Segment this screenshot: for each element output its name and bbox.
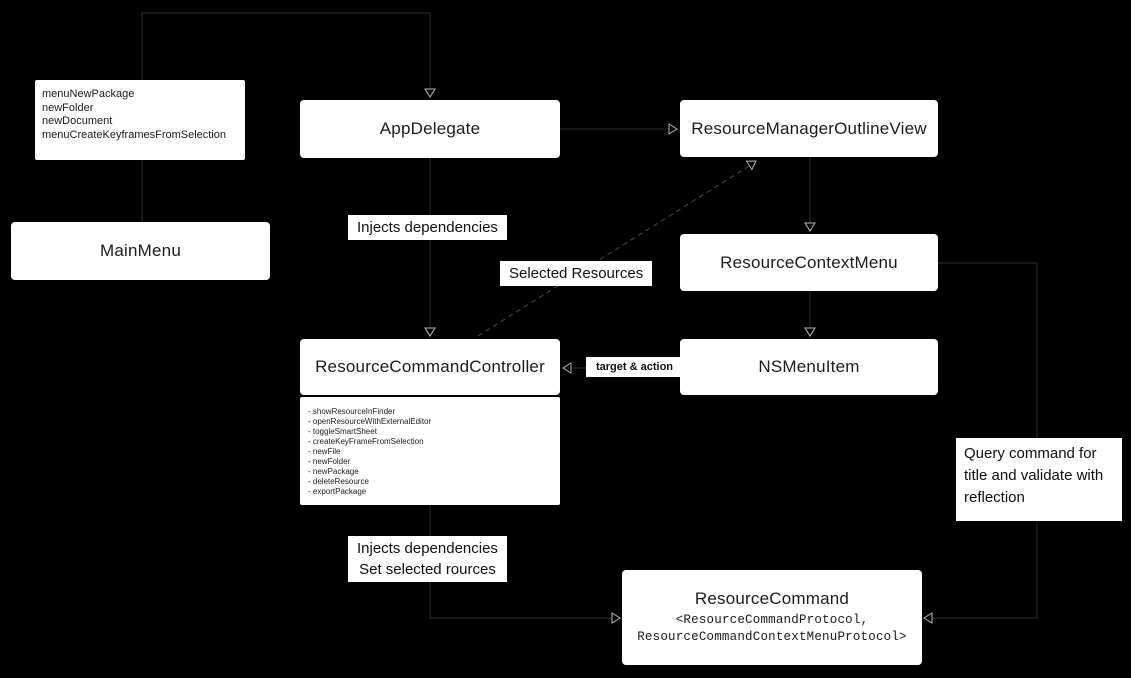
menu-action-line: newFolder (42, 101, 94, 114)
node-resource-manager-outline-view: ResourceManagerOutlineView (680, 100, 938, 157)
node-resource-command: ResourceCommand <ResourceCommandProtocol… (622, 570, 922, 665)
node-generic-line: ResourceCommandContextMenuProtocol> (637, 630, 907, 644)
arrowhead-left-controller (562, 362, 572, 374)
method-line: - toggleSmartSheet (308, 427, 377, 436)
method-line: - exportPackage (308, 487, 367, 496)
node-generic-line: <ResourceCommandProtocol, (675, 613, 869, 627)
arrowhead-down-appdelegate (424, 88, 436, 98)
method-line: - createKeyFrameFromSelection (308, 437, 424, 446)
node-main-menu: MainMenu (11, 222, 270, 280)
label-selected-resources: Selected Resources (500, 261, 653, 286)
arrowhead-right-command (611, 612, 621, 624)
arrowhead-down-menuitem (804, 327, 816, 337)
method-line: - newFile (308, 447, 341, 456)
label-injects-dependencies: Injects dependencies (348, 215, 507, 240)
node-label: NSMenuItem (758, 357, 860, 376)
method-line: - newPackage (308, 467, 359, 476)
method-line: - openResourceWithExternalEditor (308, 417, 432, 426)
arrowhead-left-command (923, 612, 933, 624)
menu-action-line: menuCreateKeyframesFromSelection (42, 128, 227, 141)
node-resource-command-controller: ResourceCommandController (300, 339, 560, 395)
method-line: - showResourceInFinder (308, 407, 396, 416)
node-ns-menu-item: NSMenuItem (680, 339, 938, 395)
menu-action-line: newDocument (42, 115, 113, 127)
menu-action-line: menuNewPackage (42, 88, 135, 100)
label-line: Set selected rources (359, 561, 496, 578)
arrowhead-diag-outlineview (745, 160, 757, 171)
note-main-menu-actions: menuNewPackage newFolder newDocument men… (35, 80, 245, 160)
node-label: ResourceCommandController (315, 357, 545, 376)
node-app-delegate: AppDelegate (300, 100, 560, 158)
label-query-command: Query command for title and validate wit… (956, 438, 1122, 521)
edge-mainmenu-to-appdelegate (141, 12, 431, 89)
node-label: ResourceCommand (694, 589, 850, 608)
method-line: - newFolder (308, 457, 351, 466)
label-injects-set-selected: Injects dependencies Set selected rource… (348, 536, 507, 582)
arrowhead-down-contextmenu (804, 222, 816, 232)
label-target-and-action: target & action (586, 357, 684, 377)
method-line: - deleteResource (308, 477, 369, 486)
node-label: ResourceManagerOutlineView (691, 118, 927, 138)
node-label: ResourceContextMenu (720, 252, 898, 272)
node-resource-context-menu: ResourceContextMenu (680, 234, 938, 291)
node-resource-command-controller-methods: - showResourceInFinder - openResourceWit… (300, 397, 560, 505)
node-label: AppDelegate (379, 119, 481, 138)
node-label: MainMenu (100, 241, 181, 260)
arrowhead-right-outlineview (668, 123, 678, 135)
arrowhead-down-controller (424, 327, 436, 337)
label-line: Injects dependencies (357, 540, 498, 557)
